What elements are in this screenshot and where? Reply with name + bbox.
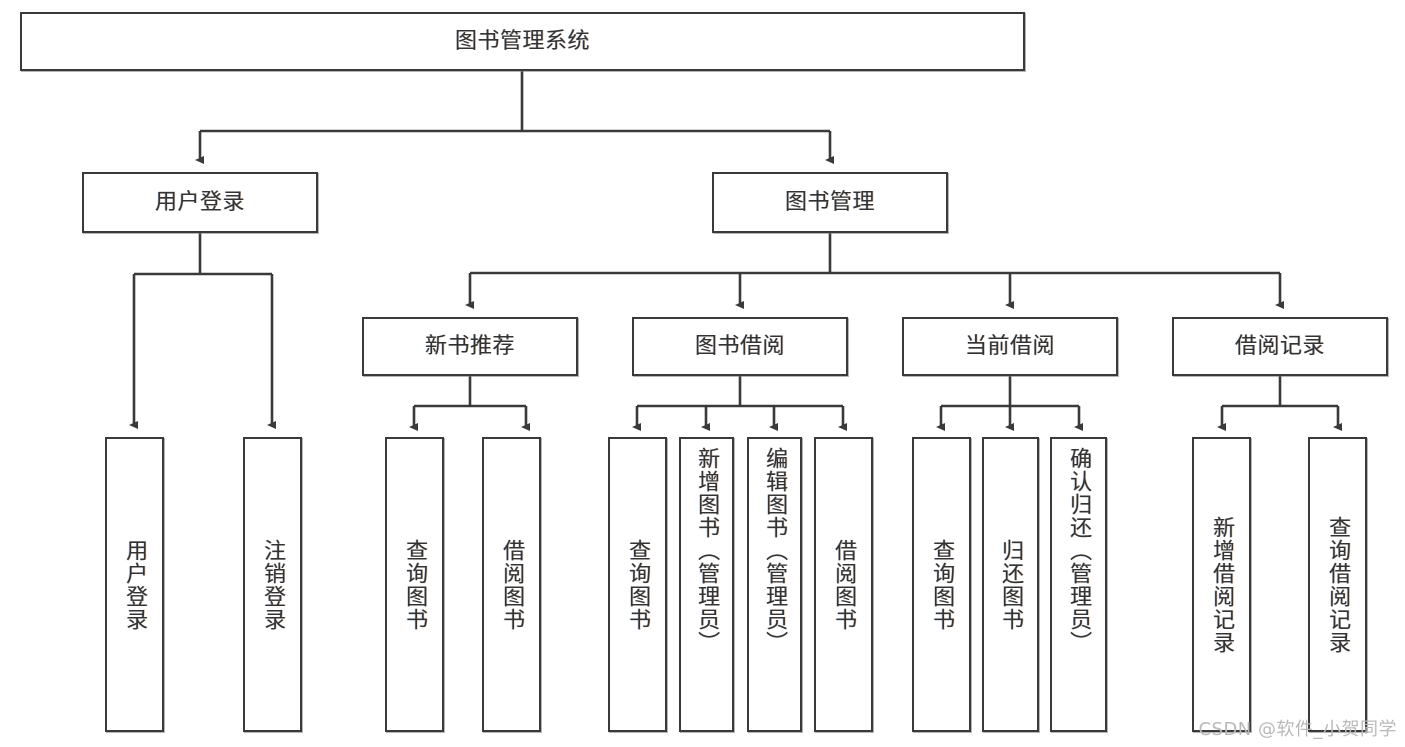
node-leaf-confirm-return[interactable]: 确认归还（管理员） <box>1050 437 1107 732</box>
node-root-system[interactable]: 图书管理系统 <box>20 12 1025 71</box>
node-leaf-query-book-borrow[interactable]: 查询图书 <box>608 437 667 732</box>
node-label: 编辑图书（管理员） <box>762 447 788 654</box>
node-leaf-return-book[interactable]: 归还图书 <box>982 437 1039 732</box>
node-leaf-add-borrow-record[interactable]: 新增借阅记录 <box>1192 437 1251 732</box>
node-label: 归还图书 <box>998 538 1024 631</box>
node-label: 图书借阅 <box>694 333 785 359</box>
node-leaf-user-login[interactable]: 用户登录 <box>105 437 164 732</box>
node-leaf-edit-book[interactable]: 编辑图书（管理员） <box>747 437 802 732</box>
node-label: 查询借阅记录 <box>1325 515 1351 654</box>
node-label: 当前借阅 <box>964 333 1055 359</box>
node-label: 新增图书（管理员） <box>694 447 720 654</box>
node-book-management[interactable]: 图书管理 <box>712 172 948 233</box>
node-leaf-user-logout[interactable]: 注销登录 <box>243 437 302 732</box>
node-label: 新书推荐 <box>424 333 515 359</box>
node-label: 借阅记录 <box>1234 333 1325 359</box>
node-label: 借阅图书 <box>499 538 525 631</box>
node-label: 确认归还（管理员） <box>1066 447 1092 654</box>
node-label: 新增借阅记录 <box>1209 515 1235 654</box>
node-current-borrow[interactable]: 当前借阅 <box>902 317 1118 376</box>
node-label: 借阅图书 <box>831 538 857 631</box>
node-leaf-query-book-recommend[interactable]: 查询图书 <box>385 437 444 732</box>
node-leaf-query-book-current[interactable]: 查询图书 <box>912 437 971 732</box>
node-user-login[interactable]: 用户登录 <box>82 172 318 233</box>
node-label: 注销登录 <box>260 538 286 631</box>
node-leaf-borrow-book-recommend[interactable]: 借阅图书 <box>482 437 541 732</box>
csdn-watermark: CSDN @软件_小贺同学 <box>1198 719 1397 740</box>
node-book-borrow[interactable]: 图书借阅 <box>632 317 848 376</box>
node-label: 用户登录 <box>122 538 148 631</box>
node-new-book-recommend[interactable]: 新书推荐 <box>362 317 578 376</box>
node-label: 查询图书 <box>625 538 651 631</box>
node-label: 图书管理系统 <box>454 28 590 54</box>
node-label: 查询图书 <box>402 538 428 631</box>
node-leaf-add-book[interactable]: 新增图书（管理员） <box>679 437 734 732</box>
node-leaf-borrow-book[interactable]: 借阅图书 <box>814 437 873 732</box>
node-borrow-record[interactable]: 借阅记录 <box>1172 317 1388 376</box>
node-label: 查询图书 <box>929 538 955 631</box>
node-label: 图书管理 <box>784 189 875 215</box>
node-leaf-query-borrow-record[interactable]: 查询借阅记录 <box>1308 437 1367 732</box>
node-label: 用户登录 <box>154 189 245 215</box>
